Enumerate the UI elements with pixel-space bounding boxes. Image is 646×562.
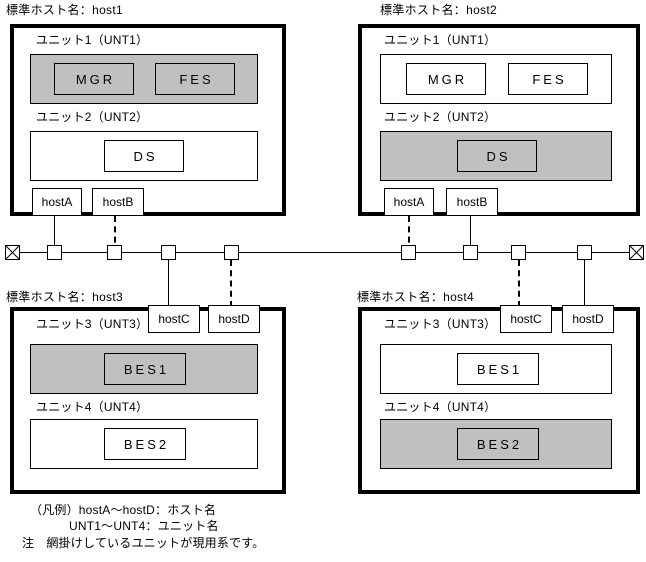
host4-unit4-box: [380, 419, 612, 469]
bus-node-4[interactable]: [224, 245, 239, 260]
host3-hostc-connector-solid: [168, 260, 169, 307]
host3-unit4-caption: ユニット4（UNT4）: [36, 400, 149, 414]
host1-unit2-caption: ユニット2（UNT2）: [36, 110, 149, 124]
crossed-box-icon: [6, 246, 19, 259]
crossed-box-icon: [630, 246, 643, 259]
bus-node-3[interactable]: [161, 245, 176, 260]
host4-process-bes1: BES1: [457, 353, 539, 385]
host2-hostb-connector-solid: [470, 216, 471, 253]
host3-tag-hostc[interactable]: hostC: [148, 305, 200, 333]
host3-unit3-box: [30, 344, 258, 394]
bus-node-2[interactable]: [107, 245, 122, 260]
host2-unit2-box: [380, 131, 612, 181]
legend-line-hostnames: （凡例）hostA〜hostD：ホスト名: [30, 503, 217, 517]
host3-process-bes2: BES2: [104, 428, 186, 460]
host1-unit1-box: [30, 54, 258, 104]
host1-process-ds: DS: [104, 140, 184, 172]
host4-tag-hostd[interactable]: hostD: [562, 305, 614, 333]
host2-hosta-connector-dashed: [408, 216, 410, 253]
host1-process-mgr: MGR: [54, 63, 134, 95]
host3-caption: 標準ホスト名：host3: [6, 290, 123, 304]
host2-process-mgr: MGR: [406, 63, 486, 95]
host3-unit3-caption: ユニット3（UNT3）: [36, 317, 149, 331]
bus-node-5[interactable]: [401, 245, 416, 260]
bus-node-1[interactable]: [47, 245, 62, 260]
host4-caption: 標準ホスト名：host4: [357, 290, 474, 304]
host4-unit4-caption: ユニット4（UNT4）: [384, 400, 497, 414]
host4-tag-hostc[interactable]: hostC: [500, 305, 552, 333]
host4-unit3-caption: ユニット3（UNT3）: [384, 317, 497, 331]
host4-hostd-connector-solid: [584, 260, 585, 307]
bus-node-7[interactable]: [511, 245, 526, 260]
host1-caption: 標準ホスト名：host1: [6, 3, 123, 17]
host2-unit1-caption: ユニット1（UNT1）: [384, 33, 497, 47]
host2-tag-hosta[interactable]: hostA: [384, 188, 434, 216]
bus-node-6[interactable]: [463, 245, 478, 260]
host1-unit1-caption: ユニット1（UNT1）: [36, 33, 149, 47]
host3-process-bes1: BES1: [104, 353, 186, 385]
host3-unit4-box: [30, 419, 258, 469]
host2-unit2-caption: ユニット2（UNT2）: [384, 110, 497, 124]
host1-tag-hosta[interactable]: hostA: [32, 188, 82, 216]
bus-node-8[interactable]: [577, 245, 592, 260]
host1-tag-hostb[interactable]: hostB: [92, 188, 144, 216]
host2-caption: 標準ホスト名：host2: [380, 3, 497, 17]
host1-unit2-box: [30, 131, 258, 181]
host1-hostb-connector-dashed: [114, 216, 116, 253]
host3-hostd-connector-dashed: [230, 260, 232, 307]
host4-unit3-box: [380, 344, 612, 394]
host1-process-fes: FES: [155, 63, 235, 95]
host4-process-bes2: BES2: [457, 428, 539, 460]
bus-terminator-left: [5, 245, 20, 260]
host2-process-ds: DS: [457, 140, 537, 172]
host3-tag-hostd[interactable]: hostD: [208, 305, 260, 333]
host2-unit1-box: [380, 54, 612, 104]
host2-tag-hostb[interactable]: hostB: [446, 188, 498, 216]
host4-hostc-connector-dashed: [518, 260, 520, 307]
host2-process-fes: FES: [508, 63, 588, 95]
legend-line-note: 注 網掛けしているユニットが現用系です。: [22, 536, 265, 550]
network-bus-line: [12, 252, 636, 253]
bus-terminator-right: [629, 245, 644, 260]
host1-hosta-connector-solid: [54, 216, 55, 253]
legend-line-unitnames: UNT1〜UNT4：ユニット名: [69, 519, 219, 533]
